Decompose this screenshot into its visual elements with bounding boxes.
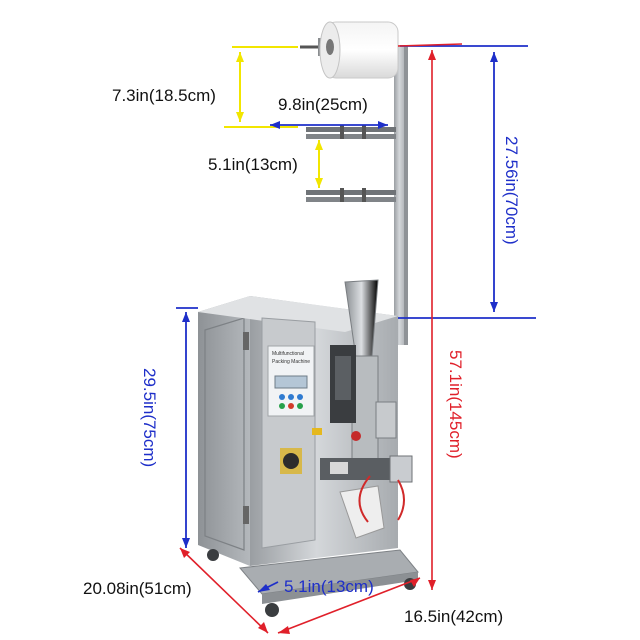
panel-button [279, 403, 285, 409]
panel-button [297, 394, 303, 400]
panel-title: Multifunctional [272, 351, 304, 357]
roller-width-label: 9.8in(25cm) [278, 95, 368, 114]
panel-button [279, 394, 285, 400]
roller-gap-label: 5.1in(13cm) [208, 155, 298, 174]
caster-wheel [265, 603, 279, 617]
guide-roller-upper [306, 125, 396, 139]
forming-mechanism [312, 279, 413, 539]
machine-base [207, 549, 419, 617]
depth-label: 20.08in(51cm) [83, 579, 192, 598]
caster-wheel [207, 549, 219, 561]
yellow-dimension-markers [224, 46, 323, 188]
control-panel [267, 345, 315, 474]
film-mast [394, 45, 408, 345]
blue-dimension-markers [176, 45, 536, 593]
film-roll-spacing-label: 7.3in(18.5cm) [112, 86, 216, 105]
inner-width-label: 5.1in(13cm) [284, 577, 374, 596]
panel-button [297, 403, 303, 409]
panel-button [288, 394, 294, 400]
total-height-label: 57.1in(145cm) [446, 350, 465, 459]
film-roll [300, 21, 399, 79]
upper-height-label: 27.56in(70cm) [502, 136, 521, 245]
width-label: 16.5in(42cm) [404, 607, 504, 626]
red-dimension-markers [179, 43, 463, 634]
guide-roller-lower [306, 188, 396, 202]
cabinet-height-label: 29.5in(75cm) [140, 368, 159, 468]
panel-subtitle: Packing Machine [272, 359, 311, 365]
panel-button [288, 403, 294, 409]
adjust-knob [283, 453, 299, 469]
